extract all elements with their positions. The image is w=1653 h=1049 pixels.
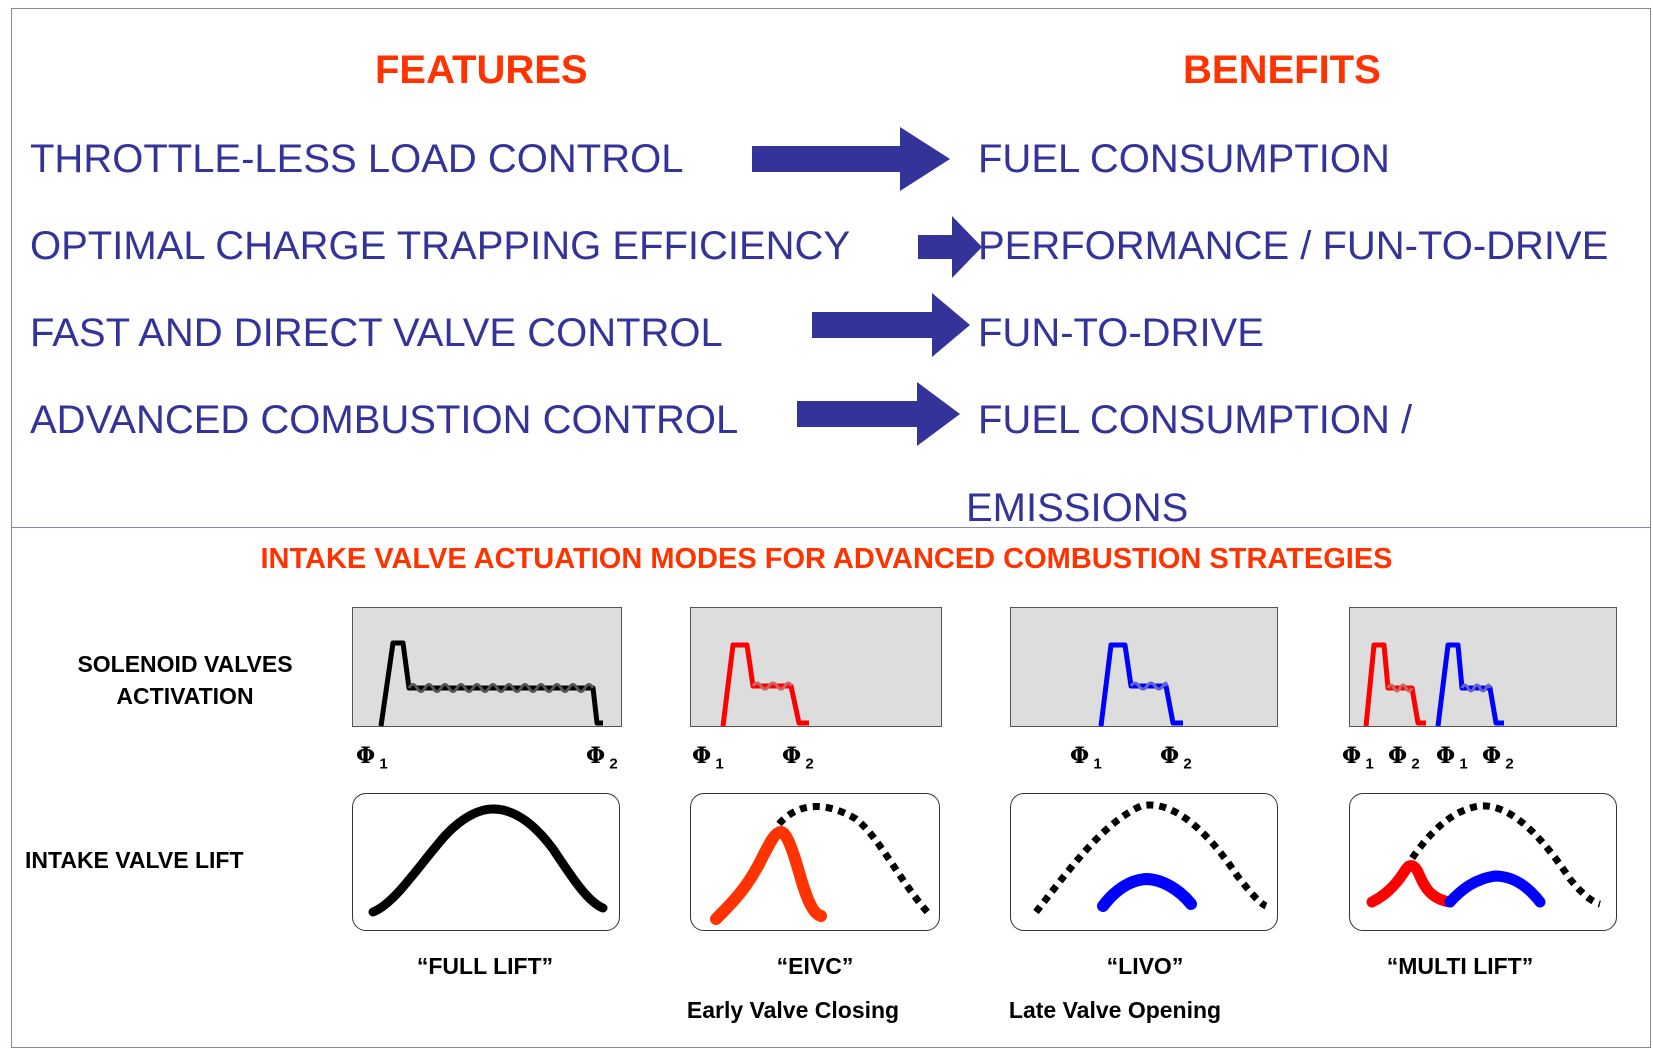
solenoid-panel-livo xyxy=(1010,607,1278,727)
benefit-4-line2: EMISSIONS xyxy=(966,486,1189,530)
lift-panel-livo xyxy=(1010,793,1278,931)
phi-1-label: Φ 1 xyxy=(1070,743,1102,773)
phi-2-label: Φ 2 xyxy=(1482,743,1514,773)
lift-panel-eivc xyxy=(690,793,940,931)
feature-1: THROTTLE-LESS LOAD CONTROL xyxy=(30,137,684,181)
solenoid-label: SOLENOID VALVES ACTIVATION xyxy=(77,651,293,709)
solenoid-panel-multi-lift xyxy=(1349,607,1617,727)
phi-2-label: Φ 2 xyxy=(586,743,618,773)
section-divider xyxy=(11,527,1651,528)
mode-name-full-lift: “FULL LIFT” xyxy=(416,953,554,979)
benefit-3: FUN-TO-DRIVE xyxy=(978,311,1264,355)
section-title: INTAKE VALVE ACTUATION MODES FOR ADVANCE… xyxy=(260,543,1393,575)
phi-2-label: Φ 2 xyxy=(1388,743,1420,773)
phi-2-label: Φ 2 xyxy=(782,743,814,773)
phi-2-label: Φ 2 xyxy=(1160,743,1192,773)
solenoid-panel-full-lift xyxy=(352,607,622,727)
mode-name-eivc: “EIVC” xyxy=(776,953,854,979)
phi-1-label: Φ 1 xyxy=(692,743,724,773)
mode-description-eivc: Early Valve Closing xyxy=(686,997,900,1023)
phi-1-label: Φ 1 xyxy=(1436,743,1468,773)
feature-3: FAST AND DIRECT VALVE CONTROL xyxy=(30,311,723,355)
lift-label: INTAKE VALVE LIFT xyxy=(25,847,244,873)
arrow-right-icon xyxy=(812,293,970,357)
benefit-4: FUEL CONSUMPTION / xyxy=(978,398,1413,442)
feature-2: OPTIMAL CHARGE TRAPPING EFFICIENCY xyxy=(30,224,851,268)
phi-1-label: Φ 1 xyxy=(356,743,388,773)
arrow-right-icon xyxy=(797,382,960,446)
mode-name-multi-lift: “MULTI LIFT” xyxy=(1386,953,1534,979)
arrow-right-icon xyxy=(918,216,982,278)
mode-description-livo: Late Valve Opening xyxy=(1008,997,1222,1023)
phi-1-label: Φ 1 xyxy=(1342,743,1374,773)
lift-panel-multi-lift xyxy=(1349,793,1617,931)
slide-frame xyxy=(11,8,1651,1048)
benefits-heading: BENEFITS xyxy=(1183,48,1381,92)
mode-name-livo: “LIVO” xyxy=(1106,953,1184,979)
feature-4: ADVANCED COMBUSTION CONTROL xyxy=(30,398,739,442)
lift-panel-full-lift xyxy=(352,793,620,931)
solenoid-panel-eivc xyxy=(690,607,942,727)
benefit-1: FUEL CONSUMPTION xyxy=(978,137,1390,181)
features-heading: FEATURES xyxy=(375,48,588,92)
arrow-right-icon xyxy=(752,127,950,191)
benefit-2: PERFORMANCE / FUN-TO-DRIVE xyxy=(978,224,1609,268)
